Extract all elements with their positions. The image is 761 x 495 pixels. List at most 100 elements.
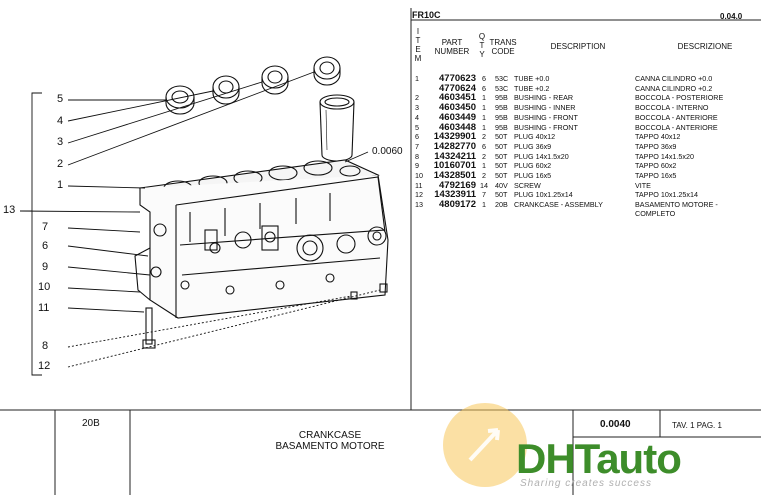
description-cell: PLUG 14x1.5x20 <box>514 151 569 161</box>
callout-1: 1 <box>57 179 64 191</box>
trans-code-cell: 95B <box>495 122 508 132</box>
qty-cell: 6 <box>482 83 486 93</box>
description-cell: TUBE +0.0 <box>514 74 550 83</box>
item-cell: 1 <box>415 74 419 83</box>
callout-12: 12 <box>38 360 51 372</box>
part-number-cell: 4809172 <box>439 199 476 211</box>
descrizione-cell: VITE <box>635 180 651 190</box>
watermark-brand: DHTauto <box>516 435 682 482</box>
trans-code-cell: 50T <box>495 161 508 171</box>
bushing-2 <box>313 56 341 86</box>
descrizione-cell: TAPPO 16x5 <box>635 171 677 180</box>
item-cell: 13 <box>415 200 423 210</box>
item-cell: 10 <box>415 171 423 180</box>
col-header-descrizione: DESCRIZIONE <box>677 42 733 51</box>
descrizione-cell: BOCCOLA - ANTERIORE <box>635 112 718 122</box>
qty-cell: 14 <box>480 180 488 190</box>
descrizione-cell: TAPPO 14x1.5x20 <box>635 151 694 161</box>
callout-11: 11 <box>38 302 50 314</box>
qty-cell: 1 <box>482 200 486 210</box>
trans-code-cell: 53C <box>495 83 509 93</box>
qty-cell: 1 <box>482 93 486 103</box>
item-cell: 9 <box>415 161 419 171</box>
catalog-code: FR10C <box>412 10 441 20</box>
description-cell: SCREW <box>514 180 541 190</box>
col-header-description: DESCRIPTION <box>550 42 606 51</box>
qty-cell: 7 <box>482 190 486 200</box>
qty-cell: 1 <box>482 161 486 171</box>
callout-9: 9 <box>42 261 49 273</box>
item-cell: 3 <box>415 103 419 113</box>
crankcase-diagram <box>19 56 389 376</box>
col-header-item: I T E M <box>414 27 422 63</box>
item-cell: 12 <box>415 190 423 200</box>
description-cell: BUSHING - FRONT <box>514 122 578 132</box>
qty-cell: 6 <box>482 74 486 83</box>
col-header-qty: Q T Y <box>478 32 486 59</box>
footer-group-code: 20B <box>82 418 100 429</box>
qty-cell: 2 <box>482 132 486 142</box>
callout-4: 4 <box>57 115 64 127</box>
item-cell: 2 <box>415 93 419 103</box>
trans-code-cell: 40V <box>495 180 508 190</box>
qty-cell: 1 <box>482 112 486 122</box>
callout-3: 3 <box>57 136 64 148</box>
callout-8: 8 <box>42 340 49 352</box>
trans-code-cell: 95B <box>495 103 508 113</box>
item-cell: 8 <box>415 151 419 161</box>
description-cell: TUBE +0.2 <box>514 83 550 93</box>
part-number-cell: 4770624 <box>439 82 476 94</box>
screw-11 <box>142 307 156 349</box>
callout-5: 5 <box>57 93 64 105</box>
descrizione-cell: CANNA CILINDRO +0.2 <box>635 83 713 93</box>
footer-title-en: CRANKCASE <box>298 430 362 441</box>
part-number-cell: 4770623 <box>439 73 476 84</box>
descrizione-cell: BOCCOLA - POSTERIORE <box>635 93 724 103</box>
callout-6: 6 <box>42 240 49 252</box>
trans-code-cell: 20B <box>495 200 508 210</box>
trans-code-cell: 95B <box>495 112 508 122</box>
trans-code-cell: 50T <box>495 141 508 151</box>
trans-code-cell: 95B <box>495 93 508 103</box>
footer-number: 0.0040 <box>600 419 631 430</box>
descrizione-cell: BASAMENTO MOTORE - COMPLETO <box>635 200 718 219</box>
part-number-cell: 14324211 <box>434 150 476 162</box>
item-cell: 7 <box>415 141 419 151</box>
description-cell: PLUG 60x2 <box>514 161 552 171</box>
descrizione-cell: BOCCOLA - INTERNO <box>635 103 709 113</box>
descrizione-cell: TAPPO 60x2 <box>635 161 677 171</box>
description-cell: BUSHING - FRONT <box>514 112 578 122</box>
descrizione-cell: TAPPO 10x1.25x14 <box>635 190 698 200</box>
description-cell: PLUG 40x12 <box>514 132 556 142</box>
bushing-4 <box>212 75 240 105</box>
footer-tav-page: TAV. 1 PAG. 1 <box>672 421 722 430</box>
bushing-3 <box>261 65 289 95</box>
callout-13: 13 <box>3 204 16 216</box>
col-header-part-number: PART NUMBER <box>434 38 470 56</box>
description-cell: PLUG 16x5 <box>514 171 552 180</box>
part-number-cell: 14323911 <box>434 189 476 201</box>
qty-cell: 2 <box>482 171 486 180</box>
trans-code-cell: 50T <box>495 190 508 200</box>
part-number-cell: 14329901 <box>433 131 476 143</box>
callout-7: 7 <box>42 221 49 233</box>
item-cell: 4 <box>415 112 419 122</box>
description-cell: BUSHING - REAR <box>514 93 574 103</box>
plug-12 <box>379 283 388 293</box>
trans-code-cell: 50T <box>495 151 508 161</box>
watermark-tagline: Sharing creates success <box>520 478 652 489</box>
footer-title-it: BASAMENTO MOTORE <box>275 441 385 452</box>
callout-2: 2 <box>57 158 64 170</box>
col-header-trans-code: TRANS CODE <box>489 38 517 56</box>
description-cell: PLUG 36x9 <box>514 141 552 151</box>
